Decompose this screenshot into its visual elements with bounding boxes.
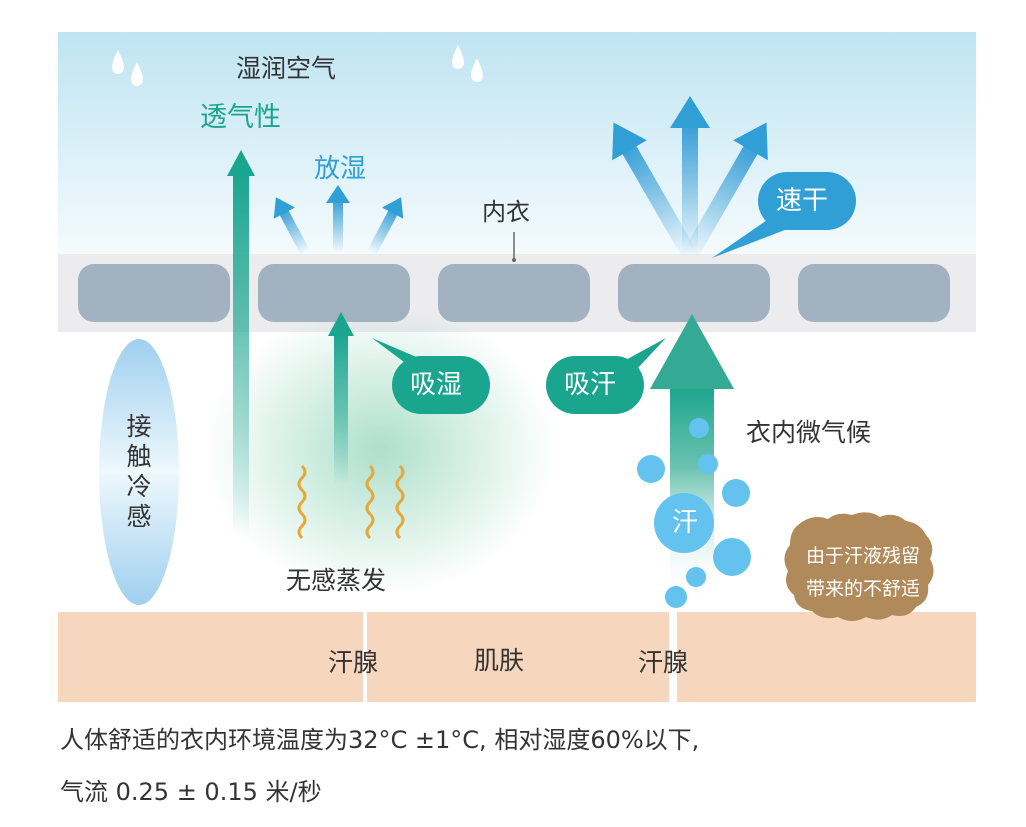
insensible-evaporation-label: 无感蒸发 bbox=[286, 566, 387, 595]
skin-segment bbox=[367, 612, 669, 702]
moisture-absorb-label: 吸湿 bbox=[410, 370, 463, 400]
skin-layer bbox=[58, 612, 976, 702]
discomfort-label-line2: 带来的不舒适 bbox=[806, 578, 921, 600]
microclimate-label: 衣内微气候 bbox=[746, 418, 872, 447]
sweat-bubble bbox=[686, 567, 706, 587]
fabric-cells bbox=[78, 264, 950, 322]
quick-dry-label: 速干 bbox=[776, 186, 829, 216]
skin-segment bbox=[58, 612, 363, 702]
humid-air-label: 湿润空气 bbox=[236, 54, 337, 83]
fabric-cell bbox=[618, 264, 770, 322]
sweat-bubbles bbox=[637, 418, 751, 608]
moisture-absorb-arrow bbox=[328, 312, 354, 484]
sweat-bubble bbox=[698, 454, 718, 474]
water-drop-icon bbox=[452, 45, 464, 69]
bubble-quick-dry bbox=[712, 172, 856, 258]
caption-line1: 人体舒适的衣内环境温度为32°C ±1°C, 相对湿度60%以下, bbox=[60, 726, 700, 754]
sweat-gland-right-label: 汗腺 bbox=[638, 648, 689, 677]
fabric-cell bbox=[798, 264, 950, 322]
sweat-absorb-label: 吸汗 bbox=[564, 370, 617, 400]
caption-line2: 气流 0.25 ± 0.15 米/秒 bbox=[60, 778, 322, 806]
sweat-gland-left-label: 汗腺 bbox=[328, 648, 379, 677]
water-drop-icon bbox=[471, 58, 483, 82]
skin-label: 肌肤 bbox=[474, 646, 525, 675]
underwear-label: 内衣 bbox=[482, 198, 530, 226]
sweat-bubble bbox=[665, 586, 687, 608]
heat-wave-icon bbox=[365, 464, 375, 540]
heat-wave-icon bbox=[395, 464, 405, 540]
discomfort-blob bbox=[784, 512, 934, 621]
underwear-pointer-dot bbox=[512, 258, 516, 262]
discomfort-label-line1: 由于汗液残留 bbox=[806, 545, 921, 567]
heat-wave-icons bbox=[297, 464, 405, 540]
bubble-sweat-absorb bbox=[546, 338, 666, 414]
sweat-bubble bbox=[689, 418, 709, 438]
contact-cool-zone bbox=[99, 339, 179, 605]
sweat-bubble bbox=[637, 455, 665, 483]
breathability-label: 透气性 bbox=[200, 102, 281, 133]
microclimate-arrow bbox=[650, 314, 734, 590]
quick-dry-arrows bbox=[612, 96, 768, 259]
skin-segment bbox=[677, 612, 976, 702]
sweat-bubble bbox=[713, 538, 751, 576]
contact-cool-label: 接 触 冷 感 bbox=[126, 412, 152, 531]
fabric-cell bbox=[78, 264, 230, 322]
sweat-bubble bbox=[722, 479, 750, 507]
water-drops bbox=[112, 45, 483, 86]
fabric-cell bbox=[438, 264, 590, 322]
water-drop-icon bbox=[131, 62, 143, 86]
moisture-release-label: 放湿 bbox=[314, 154, 367, 184]
moisture-release-arrows bbox=[273, 185, 404, 256]
heat-wave-icon bbox=[297, 464, 307, 540]
sweat-label: 汗 bbox=[672, 508, 699, 538]
evaporation-glow bbox=[205, 305, 555, 595]
sweat-drop-large bbox=[654, 493, 714, 553]
breathability-arrow bbox=[227, 150, 255, 537]
bubble-moisture-absorb bbox=[372, 338, 490, 414]
water-drop-icon bbox=[112, 50, 124, 74]
